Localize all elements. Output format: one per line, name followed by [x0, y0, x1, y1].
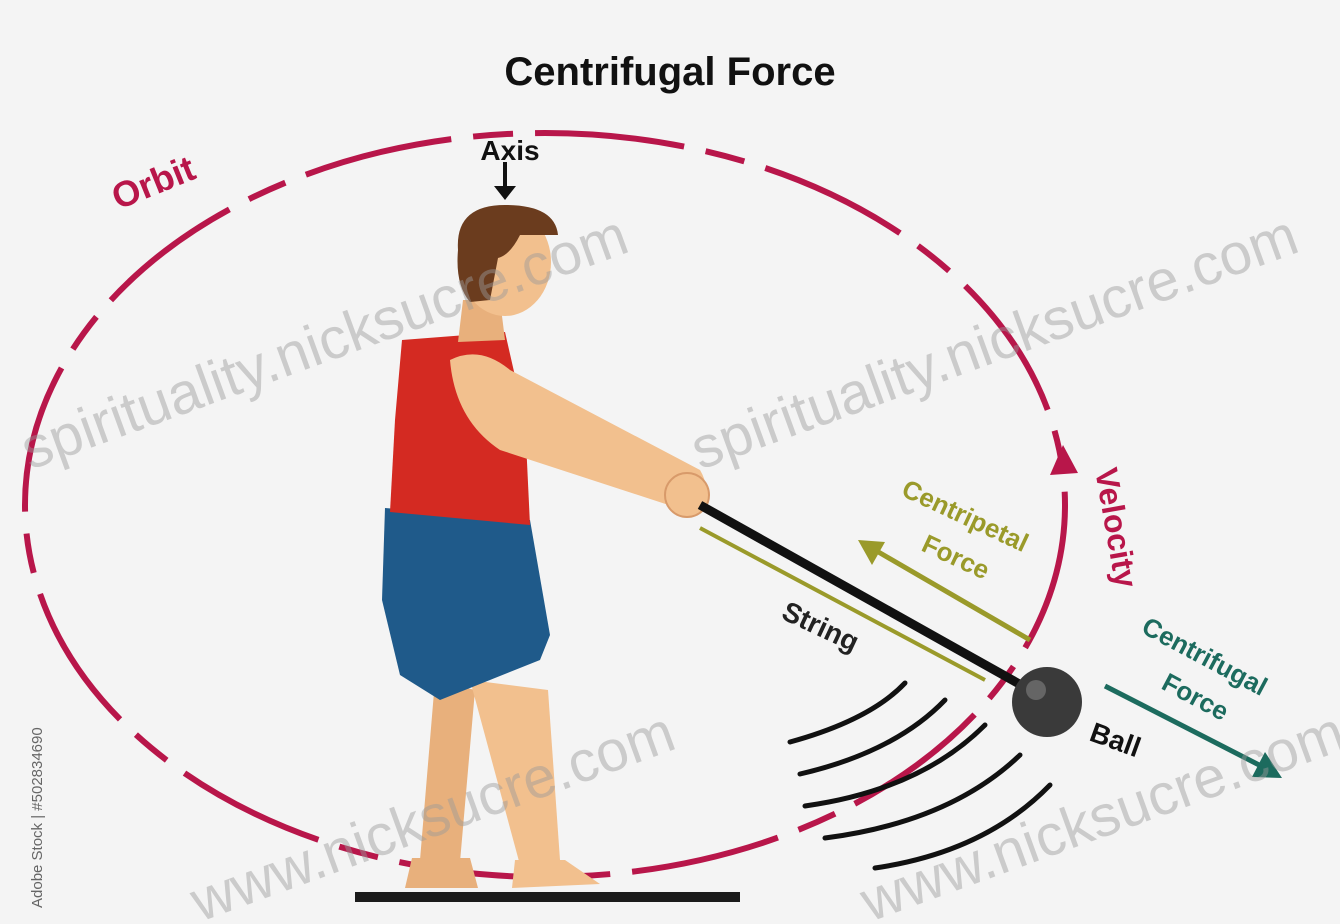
stock-credit: Adobe Stock | #502834690: [29, 727, 46, 908]
velocity-arrowhead: [1050, 445, 1078, 475]
label-ball: Ball: [1086, 717, 1145, 764]
watermark-2: spirituality.nicksucre.com: [682, 202, 1306, 482]
label-orbit: Orbit: [106, 147, 201, 217]
label-string: String: [777, 595, 863, 657]
diagram-title: Centrifugal Force: [504, 50, 835, 94]
axis-arrow: [494, 162, 516, 200]
ball-highlight: [1026, 680, 1046, 700]
ball: [1012, 667, 1082, 737]
label-axis: Axis: [480, 135, 539, 166]
label-velocity: Velocity: [1088, 465, 1144, 591]
ground-bar: [355, 892, 740, 902]
